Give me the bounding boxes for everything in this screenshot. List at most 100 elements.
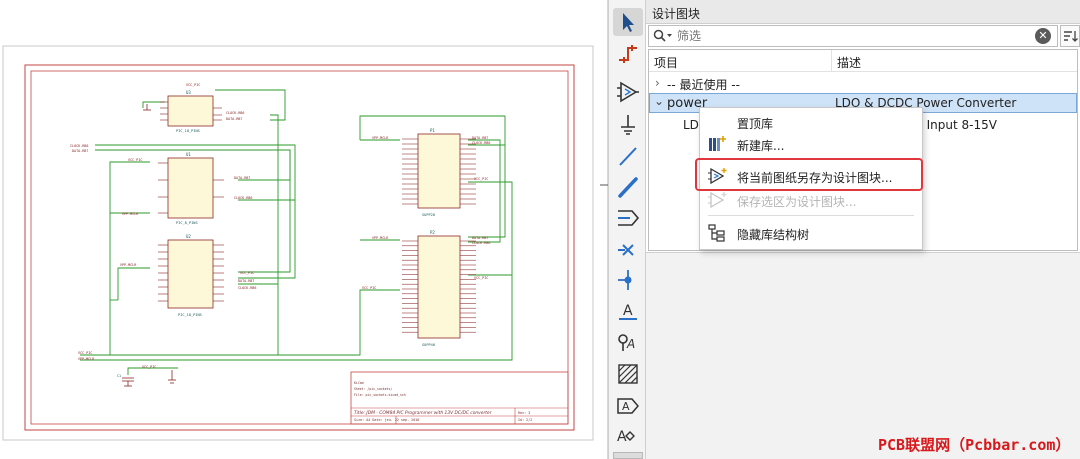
- svg-text:DATA-RB7: DATA-RB7: [226, 117, 242, 121]
- svg-text:CLOCK-RB6: CLOCK-RB6: [472, 141, 490, 145]
- symbol-p1: P1 SUPP28 VPP-MCLR DATA-RB7 CLOCK-RB6 VC…: [372, 128, 490, 217]
- panel-title: 设计图块: [646, 0, 1080, 24]
- column-header-item[interactable]: 项目: [649, 50, 831, 72]
- svg-text:CLOCK-RB6: CLOCK-RB6: [226, 111, 244, 115]
- svg-text:CLOCK-RB6: CLOCK-RB6: [472, 241, 490, 245]
- menu-item-save-sheet-as-block[interactable]: 将当前图纸另存为设计图块...: [700, 164, 922, 188]
- expand-arrow-icon[interactable]: ›: [655, 76, 660, 90]
- tree-label-recent: -- 最近使用 --: [667, 78, 740, 92]
- text-icon[interactable]: A: [613, 422, 643, 450]
- svg-text:VPP-MCLR: VPP-MCLR: [122, 212, 139, 216]
- svg-text:VCC_PIC: VCC_PIC: [474, 177, 488, 181]
- draw-wire-icon[interactable]: [613, 142, 643, 170]
- svg-text:DATA-RB7: DATA-RB7: [234, 176, 250, 180]
- svg-text:CLOCK-RB6: CLOCK-RB6: [70, 144, 88, 148]
- svg-text:VCC_PIC: VCC_PIC: [240, 271, 254, 275]
- svg-text:A: A: [622, 400, 630, 413]
- bus-entry-icon[interactable]: [613, 204, 643, 232]
- junction-icon[interactable]: [613, 266, 643, 294]
- column-header-description[interactable]: 描述: [831, 50, 1077, 72]
- net-class-directive-icon[interactable]: A: [613, 328, 643, 356]
- tree-label-power: power: [667, 96, 708, 111]
- title-block-title: Title: JDM - COM84 PIC Programmer with 1…: [354, 410, 493, 416]
- svg-text:VCC_PIC: VCC_PIC: [142, 365, 156, 369]
- svg-text:A: A: [626, 337, 635, 351]
- collapse-arrow-icon[interactable]: ⌄: [654, 94, 665, 108]
- svg-text:DATA-RB7: DATA-RB7: [472, 136, 488, 140]
- svg-text:DATA-RB7: DATA-RB7: [472, 236, 488, 240]
- no-connect-icon[interactable]: [613, 236, 643, 264]
- svg-text:VCC_PIC: VCC_PIC: [186, 83, 200, 87]
- new-library-icon: [708, 135, 726, 153]
- context-menu: 置顶库 新建库... 将当前图纸另存为设计图块... 保存选区为设计图块... …: [699, 107, 923, 250]
- add-power-icon[interactable]: [613, 110, 643, 138]
- symbol-u1: U1 PIC_8_PINS VCC_PIC VPP-MCLR DATA-RB7 …: [122, 152, 252, 225]
- schematic-canvas[interactable]: KiCad Sheet: /pic_sockets/ File: pic_soc…: [0, 0, 608, 459]
- select-arrow-icon[interactable]: [613, 8, 643, 36]
- symbol-p2: P2 SUPP40 VPP-MCLR DATA-RB7 CLOCK-RB6 VC…: [362, 230, 490, 347]
- tree-desc-ldo: , Input 8-15V: [919, 118, 997, 132]
- toolbar-scroll-stub[interactable]: [613, 452, 643, 459]
- svg-text:VCC_PIC: VCC_PIC: [362, 286, 376, 290]
- svg-text:Id: 2/2: Id: 2/2: [518, 418, 532, 422]
- svg-text:DATA-RB7: DATA-RB7: [238, 279, 254, 283]
- svg-text:VPP-MCLR: VPP-MCLR: [78, 357, 95, 361]
- sort-icon: [1064, 31, 1078, 42]
- svg-text:VPP-MCLR: VPP-MCLR: [372, 136, 389, 140]
- svg-text:PIC_18_PINS: PIC_18_PINS: [178, 313, 202, 317]
- search-icon[interactable]: [653, 29, 673, 46]
- u1-value: PIC_8_PINS: [176, 221, 198, 225]
- menu-item-save-selection-as-block[interactable]: 保存选区为设计图块...: [700, 188, 922, 212]
- svg-text:VCC_PIC: VCC_PIC: [128, 158, 142, 162]
- u3-value: PIC_18_PINS: [176, 129, 200, 133]
- draw-bus-icon[interactable]: [613, 173, 643, 201]
- add-symbol-icon[interactable]: [613, 78, 643, 106]
- filter-input[interactable]: [677, 28, 1027, 44]
- p2-ref: P2: [430, 230, 435, 235]
- svg-text:VPP-MCLR: VPP-MCLR: [372, 236, 389, 240]
- menu-item-hide-library-tree[interactable]: 隐藏库结构树: [700, 221, 922, 245]
- svg-text:CLOCK-RB6: CLOCK-RB6: [234, 196, 252, 200]
- filter-box[interactable]: ✕: [648, 25, 1058, 47]
- p1-value: SUPP28: [422, 213, 435, 217]
- tree-icon: [708, 224, 726, 242]
- block-preview-area: [646, 252, 1080, 459]
- u3-ref: U3: [186, 90, 191, 95]
- title-block: KiCad Sheet: /pic_sockets/ File: pic_soc…: [350, 371, 569, 425]
- schematic-drawing: KiCad Sheet: /pic_sockets/ File: pic_soc…: [2, 45, 608, 441]
- clear-icon[interactable]: ✕: [1035, 28, 1051, 44]
- p1-ref: P1: [430, 128, 435, 133]
- svg-text:File: pic_sockets.kicad_sch: File: pic_sockets.kicad_sch: [354, 393, 406, 397]
- svg-text:Rev: 3: Rev: 3: [518, 411, 530, 415]
- u2-ref: U2: [186, 234, 191, 239]
- svg-text:A: A: [617, 429, 627, 445]
- menu-item-new-library[interactable]: 新建库...: [700, 132, 922, 156]
- sort-menu-button[interactable]: [1060, 25, 1080, 47]
- svg-text:VCC_PIC: VCC_PIC: [474, 276, 488, 280]
- svg-text:KiCad: KiCad: [354, 381, 364, 385]
- svg-text:VCC_PIC: VCC_PIC: [78, 351, 92, 355]
- right-toolbar: A A A A: [608, 0, 646, 459]
- highlight-net-icon[interactable]: [613, 40, 643, 68]
- watermark-text: PCB联盟网（Pcbbar.com）: [878, 436, 1071, 454]
- save-selection-as-block-icon: [708, 191, 727, 209]
- global-label-icon[interactable]: A: [613, 392, 643, 420]
- symbol-u2: U2 VCC_PIC DATA-RB7 CLOCK-RB6 VPP-MCLR P…: [120, 234, 256, 317]
- symbol-u3: U3 PIC_18_PINS CLOCK-RB6 DATA-RB7 VCC_PI…: [160, 83, 244, 133]
- svg-text:A: A: [623, 303, 633, 319]
- svg-text:DATA-RB7: DATA-RB7: [72, 149, 88, 153]
- tree-desc-power: LDO & DCDC Power Converter: [835, 96, 1017, 110]
- hatch-icon[interactable]: [613, 360, 643, 388]
- menu-item-pin-library[interactable]: 置顶库: [737, 117, 774, 131]
- save-sheet-as-block-icon: [708, 167, 727, 185]
- svg-text:CLOCK-RB6: CLOCK-RB6: [238, 286, 256, 290]
- u1-ref: U1: [186, 152, 191, 157]
- svg-text:Sheet: /pic_sockets/: Sheet: /pic_sockets/: [354, 387, 392, 391]
- svg-text:C1: C1: [117, 374, 121, 378]
- symbol-c1: [122, 104, 176, 387]
- label-icon[interactable]: A: [613, 297, 643, 325]
- svg-text:VPP-MCLR: VPP-MCLR: [120, 263, 137, 267]
- p2-value: SUPP40: [422, 343, 435, 347]
- svg-text:Size: A4 Date: jeu. 22 sep: Size: A4 Date: jeu. 22 sep. 2016: [354, 418, 419, 422]
- tree-row-recent[interactable]: › -- 最近使用 --: [649, 73, 1077, 93]
